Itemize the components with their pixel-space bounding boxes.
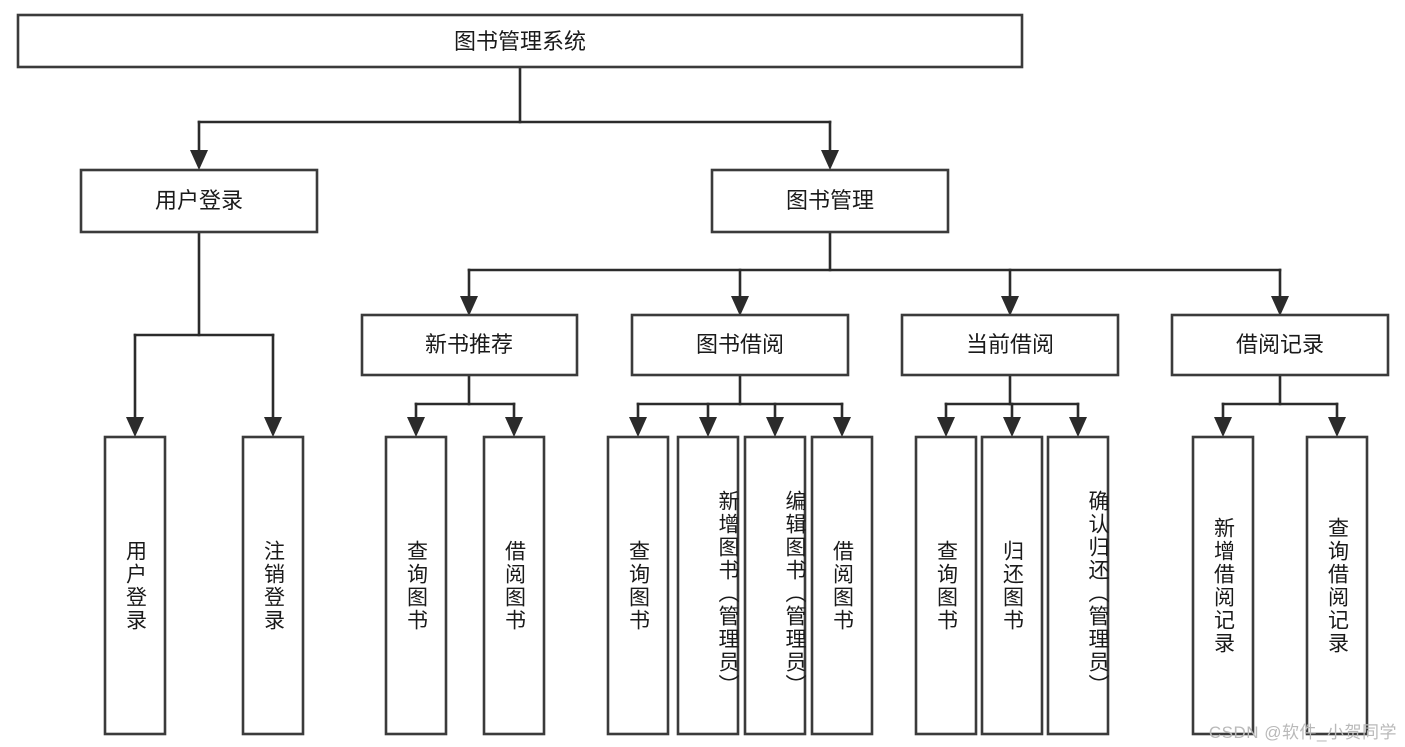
node-book-manage[interactable]: 图书管理 — [710, 168, 950, 234]
arrow-to-leaf — [1003, 417, 1021, 437]
arrow-to-leaf — [766, 417, 784, 437]
node-new-book-recommend-label: 新书推荐 — [425, 332, 513, 357]
node-book-manage-label: 图书管理 — [786, 188, 874, 213]
leaf-node[interactable] — [743, 435, 807, 736]
arrow-to-user-login — [190, 150, 208, 170]
arrow-to-level2 — [1271, 296, 1289, 316]
node-borrow-record-label: 借阅记录 — [1236, 332, 1324, 357]
leaf-node[interactable] — [384, 435, 448, 736]
node-new-book-recommend[interactable]: 新书推荐 — [360, 313, 579, 377]
node-book-borrow-label: 图书借阅 — [696, 332, 784, 357]
leaf-node[interactable] — [676, 435, 740, 736]
arrow-to-leaf — [833, 417, 851, 437]
leaf-node[interactable] — [1191, 435, 1255, 736]
arrow-to-leaf — [1214, 417, 1232, 437]
leaf-node[interactable] — [810, 435, 874, 736]
connectors-borrow-to-leaves — [636, 373, 844, 421]
arrow-to-leaf — [1069, 417, 1087, 437]
leaf-node[interactable] — [482, 435, 546, 736]
leaf-node[interactable] — [1305, 435, 1369, 736]
arrow-to-level2 — [731, 296, 749, 316]
node-book-borrow[interactable]: 图书借阅 — [630, 313, 850, 377]
arrow-to-level2 — [460, 296, 478, 316]
connectors-recommend-to-leaves — [414, 373, 516, 421]
node-user-login[interactable]: 用户登录 — [79, 168, 319, 234]
leaf-node[interactable] — [980, 435, 1044, 736]
arrow-to-leaf — [937, 417, 955, 437]
leaf-node[interactable] — [914, 435, 978, 736]
node-root-label: 图书管理系统 — [454, 29, 586, 54]
connectors-root-to-level1 — [197, 65, 832, 154]
connectors-user-login-to-leaves — [133, 230, 275, 421]
arrow-to-leaf — [1328, 417, 1346, 437]
arrow-to-leaf — [264, 417, 282, 437]
watermark: CSDN @软件_小贺同学 — [1208, 723, 1397, 742]
connectors-book-manage-to-level2 — [467, 230, 1282, 300]
leaf-node[interactable] — [103, 435, 167, 736]
leaf-node[interactable] — [606, 435, 670, 736]
arrow-to-leaf — [505, 417, 523, 437]
connectors-current-to-leaves — [944, 373, 1080, 421]
leaf-node[interactable] — [1046, 435, 1110, 736]
node-borrow-record[interactable]: 借阅记录 — [1170, 313, 1390, 377]
arrow-to-leaf — [126, 417, 144, 437]
node-user-login-label: 用户登录 — [155, 188, 243, 213]
node-root[interactable]: 图书管理系统 — [16, 13, 1024, 69]
node-current-borrow[interactable]: 当前借阅 — [900, 313, 1120, 377]
arrow-to-leaf — [629, 417, 647, 437]
arrow-to-leaf — [699, 417, 717, 437]
connectors-record-to-leaves — [1221, 373, 1339, 421]
arrow-to-leaf — [407, 417, 425, 437]
arrow-to-book-manage — [821, 150, 839, 170]
leaf-node[interactable] — [241, 435, 305, 736]
arrow-to-level2 — [1001, 296, 1019, 316]
node-current-borrow-label: 当前借阅 — [966, 332, 1054, 357]
